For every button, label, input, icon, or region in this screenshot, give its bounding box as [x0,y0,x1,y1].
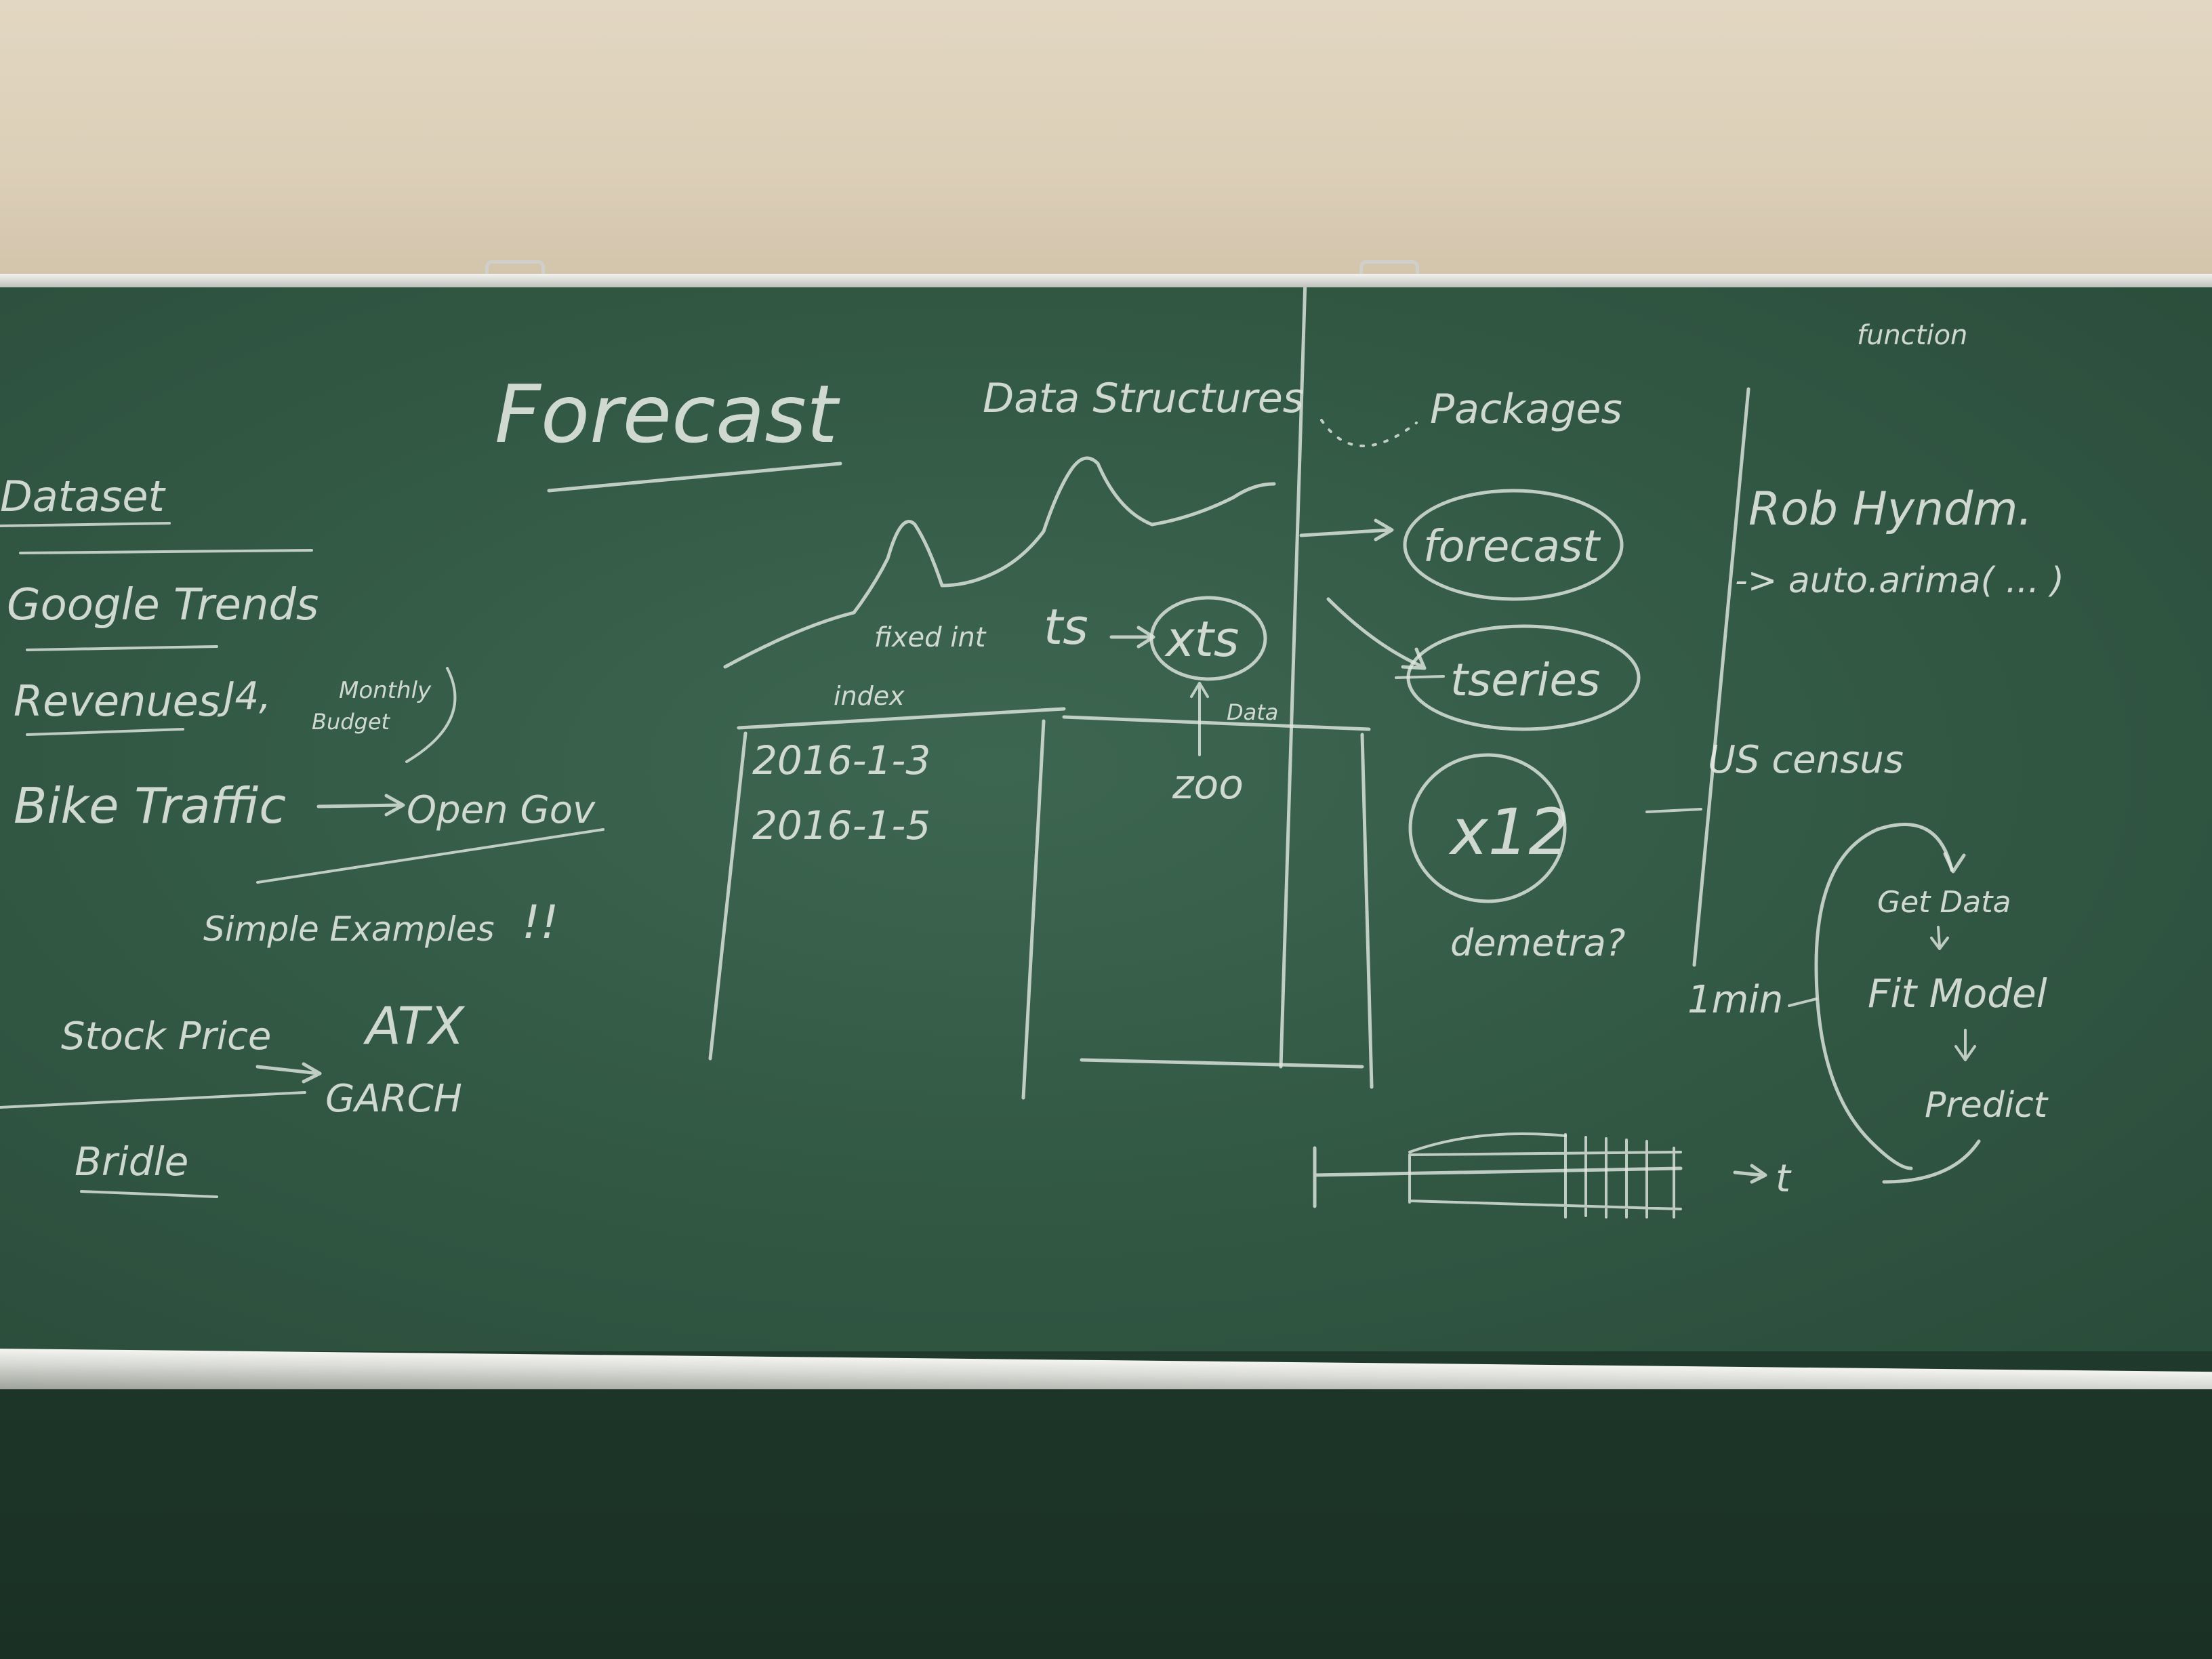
index-column-divider [1021,719,1046,1100]
zoo-text: zoo [1172,761,1244,808]
date-1-text: 2016-1-3 [752,737,930,783]
bike-underline [256,828,605,884]
lower-board-area [0,1389,2212,1659]
xts-text: xts [1164,611,1239,668]
board-hook-left [485,260,545,278]
data-label: Data [1227,699,1278,725]
budget-text: Budget [312,709,391,735]
revenues-text: Revenues [14,676,220,726]
fit-to-predict-arrow [1954,1029,1976,1061]
bridle-text: Bridle [75,1139,188,1185]
timeline-windows [1408,1133,1682,1218]
table-bottom-edge [1080,1058,1364,1069]
timeline-arrow [1733,1164,1767,1184]
one-min-text: 1min [1687,978,1783,1022]
timeline-curve [1408,1132,1567,1153]
tseries-dash [1395,675,1445,679]
revenues-underline [26,728,184,736]
monthly-text: Monthly [339,677,432,704]
j-fragment-text: J4, [217,674,271,718]
arrow-to-forecast [1299,518,1394,541]
chalkboard: Dataset Google Trends Revenues J4, Month… [0,287,2212,1351]
garch-text: GARCH [325,1077,462,1121]
tseries-package-text: tseries [1450,654,1600,706]
timeline-t-label: t [1776,1157,1792,1201]
ts-text: ts [1044,598,1088,655]
arrow-to-tseries [1326,597,1427,670]
predict-return-curve [1882,1139,1981,1184]
table-left-edge [708,731,747,1061]
wall [0,0,2212,285]
revenues-bracket [405,667,457,763]
table-header-line [737,707,1371,731]
timeline-axis [1313,1146,1683,1208]
date-2-text: 2016-1-5 [752,802,930,848]
ts-to-xts-arrow [1109,626,1155,649]
simple-examples-text: Simple Examples [203,909,495,949]
stock-to-garch-arrow [255,1062,322,1084]
time-series-curve [723,456,1276,669]
right-separator-line [1692,387,1750,967]
google-trends-text: Google Trends [7,580,319,630]
forecast-package-text: forecast [1423,522,1601,572]
forecast-underline [547,462,842,493]
fixed-int-text: fixed int [874,622,987,653]
predict-text: Predict [1925,1085,2049,1126]
data-to-xts-arrow [1190,682,1209,756]
demetra-text: demetra? [1450,922,1625,964]
board-top-rail [0,274,2212,289]
packages-dotted-link [1320,419,1418,447]
chalk-writing: Dataset Google Trends Revenues J4, Month… [0,287,2064,1218]
google-trends-underline [26,645,218,651]
packages-separator-line [1279,287,1307,1069]
function-text: function [1857,320,1967,351]
dataset-underline [0,522,171,527]
exclaim-text: !! [522,896,559,949]
forecast-package-circle [1403,489,1624,601]
section-divider [19,549,313,554]
get-data-text: Get Data [1877,885,2011,920]
bike-to-opengov-arrow [316,794,405,817]
tseries-package-circle [1406,624,1641,731]
index-text: index [834,681,905,711]
xts-circle [1149,596,1267,681]
table-right-edge [1360,733,1374,1089]
open-gov-text: Open Gov [407,788,596,832]
get-to-fit-arrow [1930,926,1949,950]
atx-text: ATX [363,996,466,1056]
board-hook-right [1359,260,1419,278]
one-min-link [1788,998,1818,1007]
bike-traffic-text: Bike Traffic [14,777,286,834]
stock-underline [0,1091,306,1109]
x12-package-circle [1408,753,1567,903]
dataset-text: Dataset [0,472,166,521]
data-structures-text: Data Structures [983,375,1304,422]
forecast-title: Forecast [495,367,840,461]
workflow-loop-curve [1814,823,1954,1170]
author-text: Rob Hyndm. [1748,483,2032,536]
x12-package-text: x12 [1448,796,1569,869]
stock-price-text: Stock Price [61,1015,271,1059]
auto-arima-text: -> auto.arima( ... ) [1735,560,2064,601]
us-census-text: US census [1708,738,1904,782]
bridle-underline [80,1190,218,1198]
workflow-loop-arrowhead [1943,852,1966,874]
x12-to-census-link [1645,808,1702,813]
packages-heading: Packages [1430,386,1622,433]
fit-model-text: Fit Model [1868,970,2047,1017]
